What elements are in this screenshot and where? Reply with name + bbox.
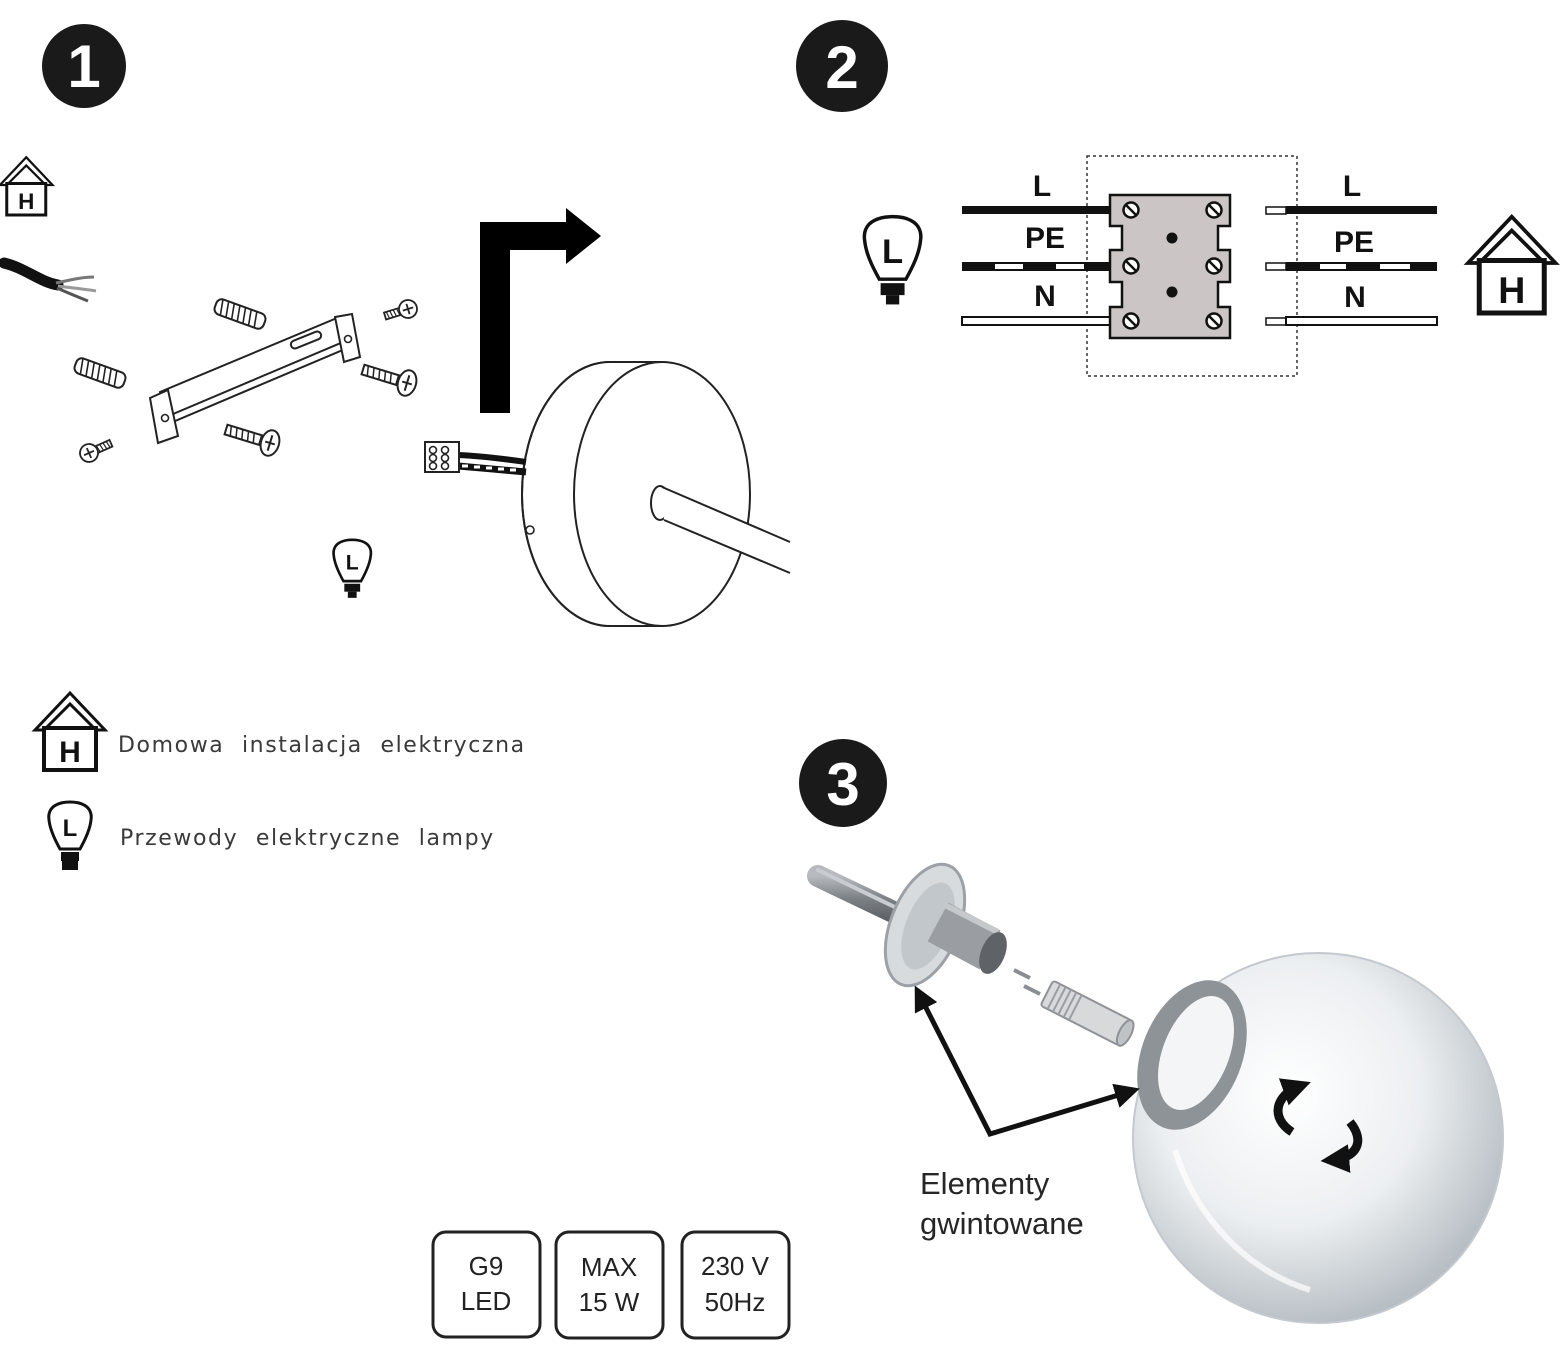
lamp-bulb-icon: L: [47, 800, 93, 870]
right-wire-label-n: N: [1344, 281, 1366, 314]
terminal-screw-icon: [1205, 257, 1223, 275]
spec-bulb-line2: LED: [461, 1286, 512, 1316]
spec-voltage-line1: 230 V: [701, 1251, 770, 1281]
lamp-icon-letter: L: [346, 552, 359, 575]
house-wires: [1265, 206, 1438, 326]
threaded-elements-label-line2: gwintowane: [920, 1206, 1084, 1241]
flange-disc: [883, 862, 967, 988]
right-wire-label-pe: PE: [1334, 226, 1374, 259]
lamp-icon-letter: L: [882, 233, 903, 271]
terminal-screw-icon: [1122, 312, 1140, 330]
direction-arrow-icon: [480, 208, 601, 413]
house-icon-letter: H: [1498, 269, 1525, 311]
spec-badge-power: MAX 15 W: [554, 1230, 665, 1340]
pointer-arrows: [914, 985, 1140, 1138]
step-3-badge: 3: [799, 739, 887, 827]
right-wire-label-l: L: [1343, 170, 1361, 203]
rotate-icon: [1273, 1078, 1363, 1173]
house-icon-letter: H: [18, 189, 34, 214]
house-icon: H: [31, 690, 109, 772]
house-icon: H: [1463, 214, 1560, 316]
threaded-tube: [927, 902, 1007, 974]
threaded-elements-label-line1: Elementy: [920, 1166, 1050, 1201]
left-wire-label-n: N: [1034, 280, 1056, 313]
spec-power-line1: MAX: [581, 1252, 637, 1282]
left-wire-label-l: L: [1033, 170, 1051, 203]
step-2-number: 2: [825, 34, 858, 101]
lamp-icon-letter: L: [63, 815, 78, 842]
terminal-screw-icon: [1205, 312, 1223, 330]
terminal-screw-icon: [1122, 257, 1140, 275]
screw-icon: [360, 363, 418, 397]
legend: H Domowa instalacja elektryczna L Przewo…: [31, 690, 526, 870]
screw-icon: [223, 423, 281, 457]
small-screw-icon: [79, 438, 114, 463]
terminal-block: [1108, 193, 1232, 340]
spec-bulb-line1: G9: [469, 1251, 504, 1281]
glass-globe: [1132, 952, 1504, 1324]
lamp-bulb-icon: L: [862, 214, 923, 305]
spec-badge-voltage: 230 V 50Hz: [680, 1230, 791, 1340]
spec-power-line2: 15 W: [579, 1287, 640, 1317]
terminal-screw-icon: [1122, 201, 1140, 219]
legend-house-text: Domowa instalacja elektryczna: [118, 733, 526, 758]
house-cable-icon: [0, 257, 97, 303]
legend-lamp-text: Przewody elektryczne lampy: [120, 826, 495, 851]
lamp-bulb-icon: L: [332, 538, 373, 598]
small-screw-icon: [382, 299, 418, 321]
step-3-number: 3: [826, 751, 859, 818]
g9-socket: [1013, 968, 1135, 1047]
step-1-number: 1: [67, 33, 100, 100]
house-icon: H: [0, 155, 56, 217]
house-icon-letter: H: [59, 736, 81, 769]
step-2-badge: 2: [796, 20, 888, 112]
canopy: [521, 361, 791, 627]
lamp-connector: [424, 441, 527, 476]
wall-plug-icon: [73, 357, 127, 389]
mounting-bracket: [148, 312, 362, 445]
wall-plug-icon: [213, 298, 267, 330]
step-1-badge: 1: [42, 24, 126, 108]
spec-voltage-line2: 50Hz: [705, 1287, 766, 1317]
terminal-screw-icon: [1205, 201, 1223, 219]
spec-badge-bulb: G9 LED: [431, 1230, 542, 1339]
left-wire-label-pe: PE: [1025, 222, 1065, 255]
